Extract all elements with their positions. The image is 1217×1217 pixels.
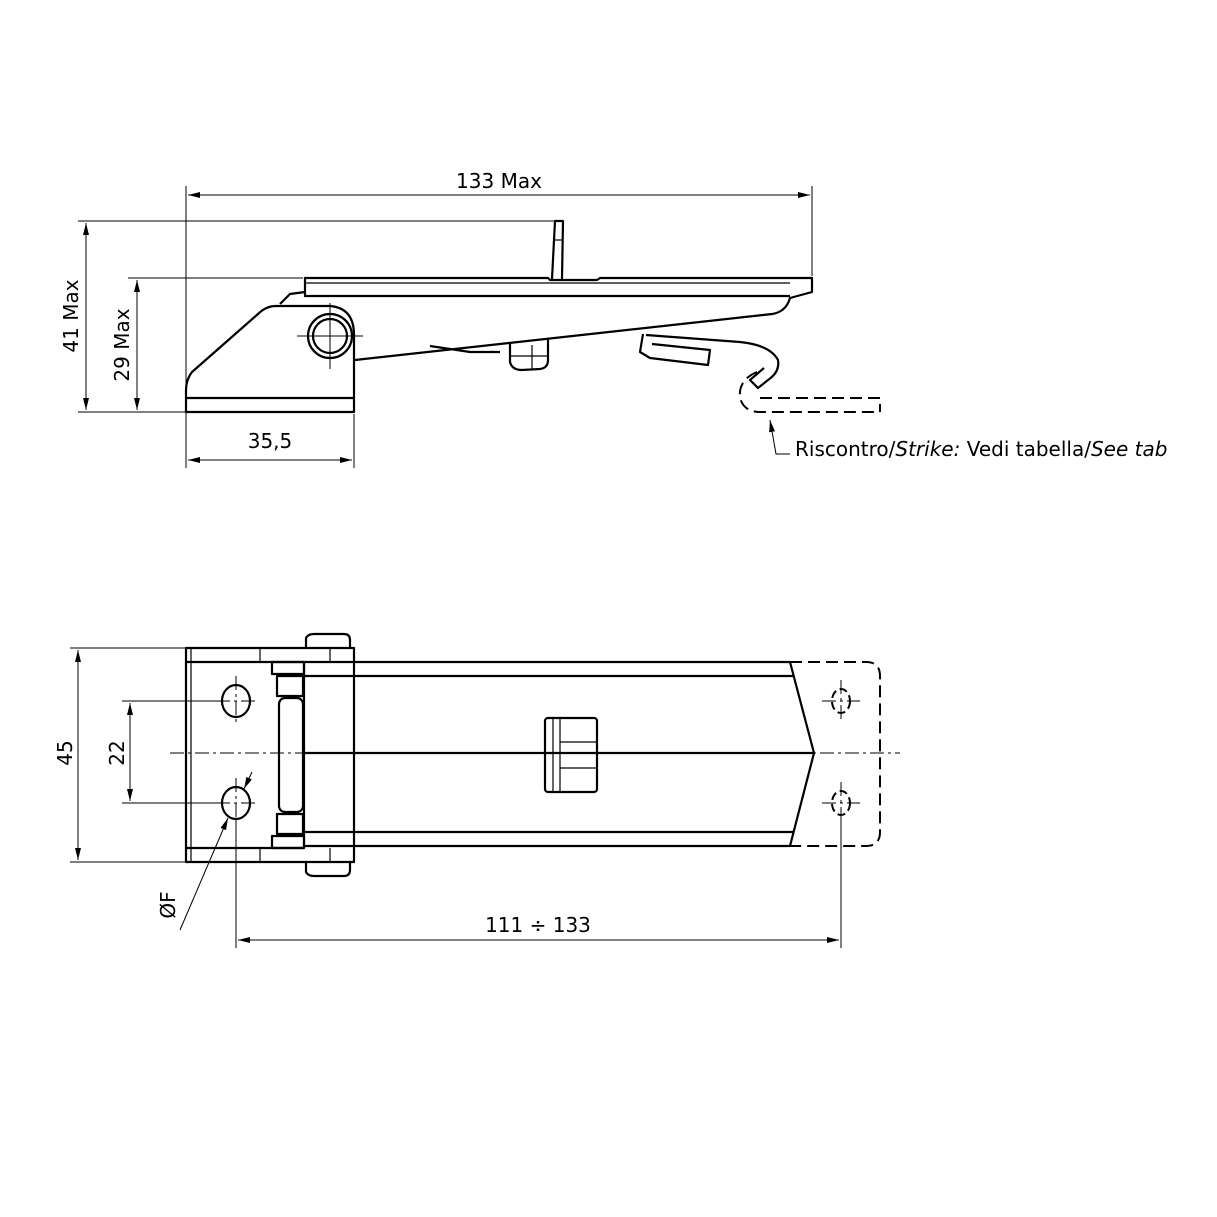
adjuster-nut [543,716,599,794]
hole-diameter-label: ØF [156,891,180,918]
strike-note-en-1: Strike: [895,437,960,461]
strike-note-it-2: Vedi tabella/ [960,437,1091,461]
strike-note: Riscontro/Strike: Vedi tabella/See tab [795,437,1167,461]
side-view [78,186,881,468]
dim-overall-length: 133 Max [456,169,542,193]
dim-base-length: 35,5 [248,429,293,453]
dim-width: 45 [53,740,77,765]
dim-hole-distance: 111 ÷ 133 [485,913,591,937]
strike-outline [738,371,881,413]
strike-outline-top [790,661,881,847]
strike-note-en-2: See tab [1091,437,1167,461]
dim-base-height: 29 Max [110,308,134,381]
top-view [70,632,900,948]
strike-note-it-1: Riscontro/ [795,437,896,461]
dim-overall-height: 41 Max [59,279,83,352]
dim-hole-spacing: 22 [105,740,129,765]
